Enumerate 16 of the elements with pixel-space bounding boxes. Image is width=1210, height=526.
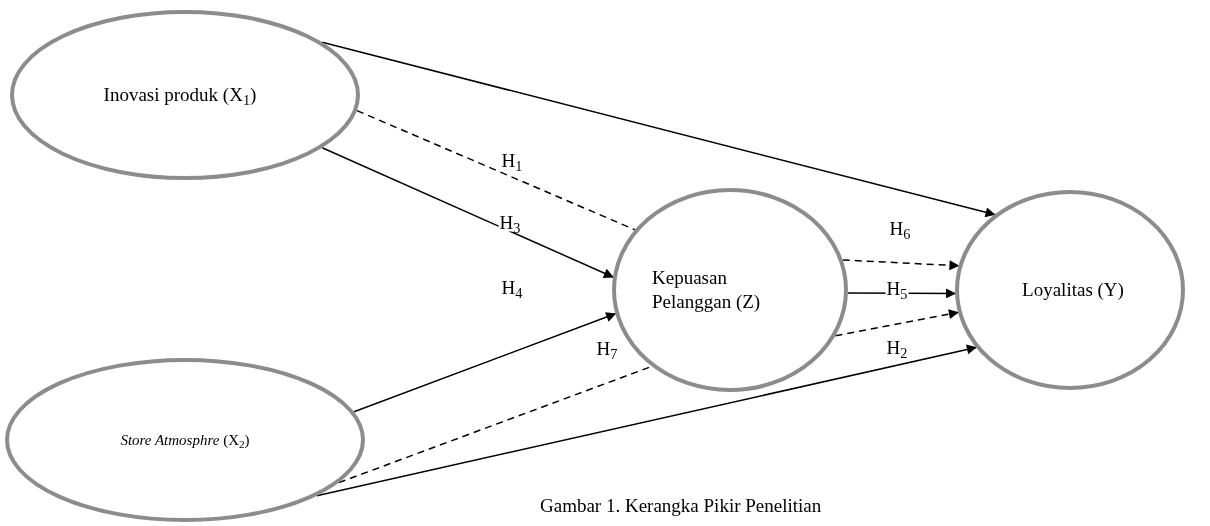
hypothesis-label: H$_{2}$ <box>885 337 909 357</box>
hypothesis-label: H$_{7}$ <box>595 338 619 358</box>
hypothesis-label: H$_{6}$ <box>888 218 912 238</box>
arrow <box>321 147 614 278</box>
node-label: Loyalitas (Y) <box>1021 278 1125 302</box>
arrow <box>321 41 996 218</box>
arrow <box>842 259 960 271</box>
node-label: Inovasi produk (X$_{1}$) <box>102 83 258 107</box>
arrow <box>834 309 959 337</box>
hypothesis-label: H$_{4}$ <box>500 277 524 297</box>
node-label: Store Atmosphre (X$_{2}$) <box>119 430 251 450</box>
arrow <box>353 312 617 413</box>
node-label: Kepuasan Pelanggan (Z) <box>652 266 762 314</box>
arrow <box>316 344 977 497</box>
figure-caption: Gambar 1. Kerangka Pikir Penelitian <box>540 494 822 518</box>
connector-line <box>356 109 636 231</box>
